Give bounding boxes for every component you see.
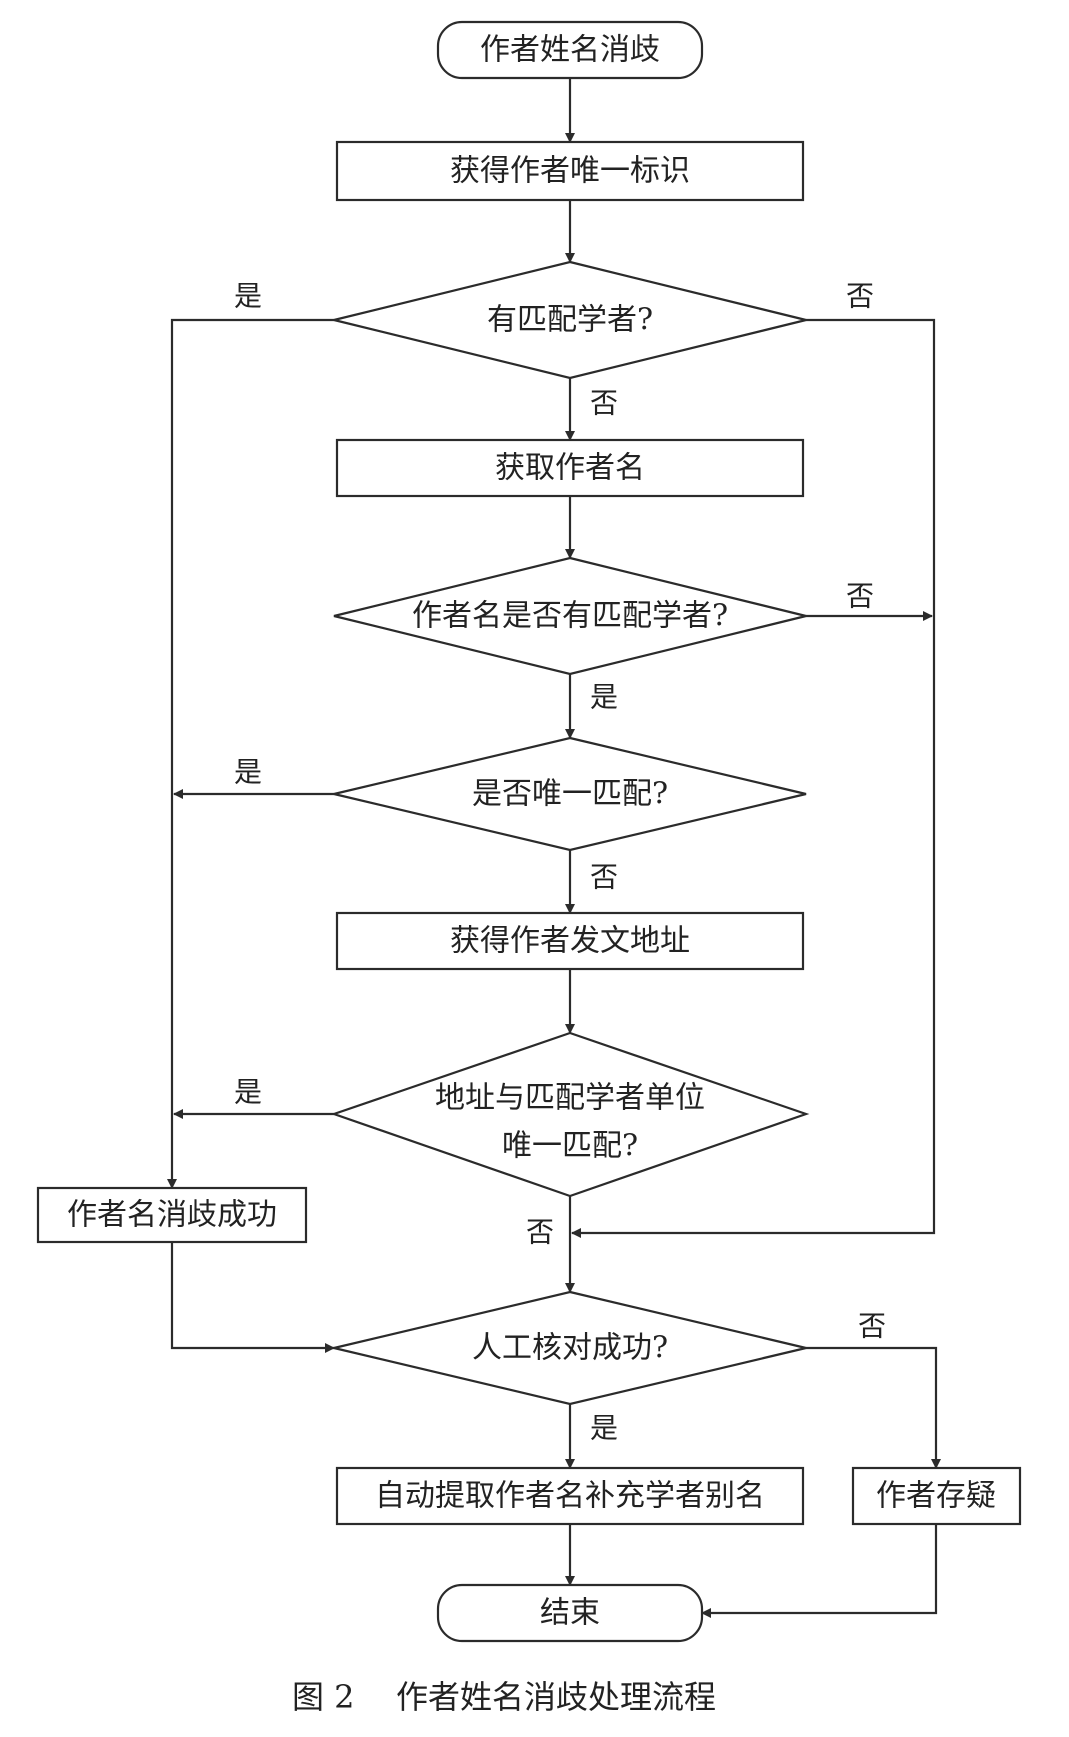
unique-match-label: 是否唯一匹配? xyxy=(472,777,668,812)
get-address-box xyxy=(335,911,805,971)
label-address-match-yes: 是 xyxy=(234,1076,262,1109)
figure-title: 作者姓名消歧处理流程 xyxy=(396,1678,716,1716)
edge-manual-check-no xyxy=(806,1346,941,1469)
manual-check-label: 人工核对成功? xyxy=(472,1331,668,1366)
end-label: 结束 xyxy=(540,1596,600,1631)
label-has-match-no-down: 否 xyxy=(590,387,618,420)
label-has-match-no-right: 否 xyxy=(846,280,874,313)
label-name-match-yes: 是 xyxy=(590,681,618,714)
edge-doubt-to-end xyxy=(701,1524,938,1618)
auto-alias-label: 自动提取作者名补充学者别名 xyxy=(375,1479,765,1514)
label-manual-check-yes: 是 xyxy=(590,1412,618,1445)
success-label: 作者名消歧成功 xyxy=(67,1198,277,1233)
label-unique-match-no: 否 xyxy=(590,861,618,894)
start-label: 作者姓名消歧 xyxy=(480,33,660,68)
label-unique-match-yes: 是 xyxy=(234,756,262,789)
doubt-label: 作者存疑 xyxy=(876,1479,996,1514)
address-match-label-line1: 地址与匹配学者单位 xyxy=(435,1081,705,1116)
label-name-match-no: 否 xyxy=(846,580,874,613)
get-id-label: 获得作者唯一标识 xyxy=(450,154,690,189)
doubt-box xyxy=(851,1466,1022,1526)
edge-has-match-yes-trunk xyxy=(167,318,334,1189)
name-match-label: 作者名是否有匹配学者? xyxy=(412,599,728,634)
get-id-box xyxy=(335,140,805,202)
edge-success-to-manual-check xyxy=(170,1242,335,1353)
get-address-label: 获得作者发文地址 xyxy=(450,924,690,959)
has-match-label: 有匹配学者? xyxy=(487,303,653,338)
auto-alias-box xyxy=(335,1466,805,1526)
figure-number: 图 2 xyxy=(292,1678,355,1716)
label-has-match-yes: 是 xyxy=(234,280,262,313)
edge-has-match-no-trunk xyxy=(571,318,936,1238)
get-name-label: 获取作者名 xyxy=(495,451,645,486)
address-match-label-line2: 唯一匹配? xyxy=(502,1129,638,1164)
label-address-match-no: 否 xyxy=(526,1216,554,1249)
label-manual-check-no: 否 xyxy=(858,1310,886,1343)
